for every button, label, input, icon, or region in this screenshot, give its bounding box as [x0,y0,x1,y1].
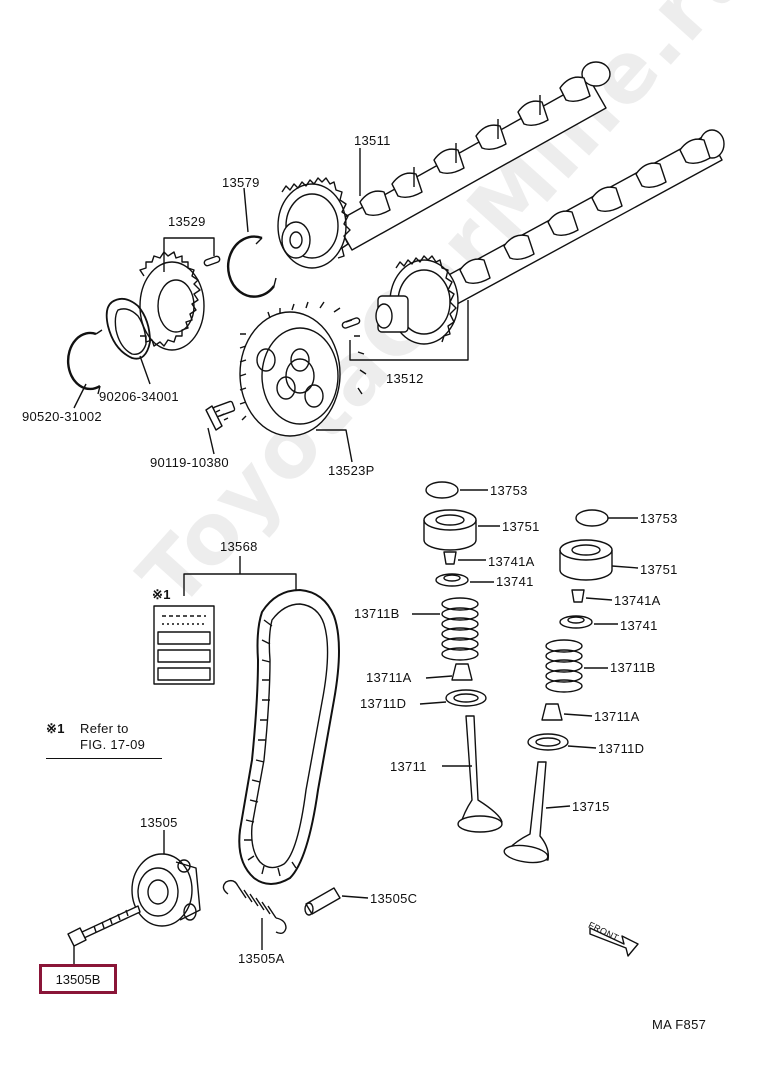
sub-gear-13529 [139,251,205,351]
spring-13711b-b [545,639,583,693]
highlighted-part-13505b[interactable]: 13505B [39,964,117,994]
label-13511: 13511 [354,133,391,148]
tensioner-13505 [131,853,201,927]
shim-13753-a [425,481,459,499]
label-13751-b: 13751 [640,562,678,577]
label-13711d-a: 13711D [360,696,407,711]
label-13741a-a: 13741A [488,554,535,569]
label-13512: 13512 [386,371,424,386]
label-card [153,605,215,685]
label-13568: 13568 [220,539,258,554]
label-13711b-b: 13711B [610,660,656,675]
valve-13711 [457,715,503,833]
label-13741-b: 13741 [620,618,658,633]
retainer-13741-a [435,573,469,587]
label-13715: 13715 [572,799,610,814]
label-13523p: 13523P [328,463,375,478]
pulley-13523p [239,301,367,437]
label-13529: 13529 [168,214,206,229]
label-13711a-a: 13711A [366,670,412,685]
note-mark: ※1 [46,721,65,736]
spring-13711b-a [441,597,479,661]
gear-13511 [277,177,351,269]
camshaft-13511 [335,61,611,251]
label-13741-a: 13741 [496,574,534,589]
label-13505a: 13505A [238,951,285,966]
keeper-13741a-b [571,589,585,603]
diagram-code: MA F857 [652,1017,707,1032]
label-13711: 13711 [390,759,427,774]
lifter-13751-b [559,539,613,581]
label-13711d-b: 13711D [598,741,645,756]
note-line2: FIG. 17-09 [80,737,146,752]
pushrod-13505c [304,887,341,916]
bolt-90119 [205,400,236,431]
keeper-13741a-a [443,551,457,565]
label-90119-10380: 90119-10380 [150,455,229,470]
note-line1: Refer to [80,721,129,736]
camshaft-13512 [409,129,725,323]
snap-ring-90520 [66,329,103,395]
label-13505c: 13505C [370,891,418,906]
retainer-13741-b [559,615,593,629]
timing-belt-13568 [238,589,340,885]
label-13753-b: 13753 [640,511,678,526]
label-90520-31002: 90520-31002 [22,409,102,424]
label-13751-a: 13751 [502,519,540,534]
snap-ring-13579 [227,235,277,298]
label-13711a-b: 13711A [594,709,640,724]
washer-13711d-a [445,689,487,707]
label-13505b: 13505B [55,971,101,987]
label-13753-a: 13753 [490,483,528,498]
wave-washer-90206 [105,297,151,360]
gear-13512 [375,255,459,345]
label-13711b-a: 13711B [354,606,400,621]
label-13579: 13579 [222,175,260,190]
valve-13715 [503,761,550,864]
lifter-13751-a [423,509,477,551]
label-13505: 13505 [140,815,178,830]
washer-13711d-b [527,733,569,751]
bolt-13505b [67,905,141,947]
label-13741a-b: 13741A [614,593,661,608]
note-underline [46,758,162,759]
label-90206-34001: 90206-34001 [99,389,179,404]
shim-13753-b [575,509,609,527]
front-arrow [589,927,639,957]
label-card-mark: ※1 [152,587,171,602]
spring-13505a [222,879,287,935]
seal-13711a-a [451,663,473,681]
seal-13711a-b [541,703,563,721]
